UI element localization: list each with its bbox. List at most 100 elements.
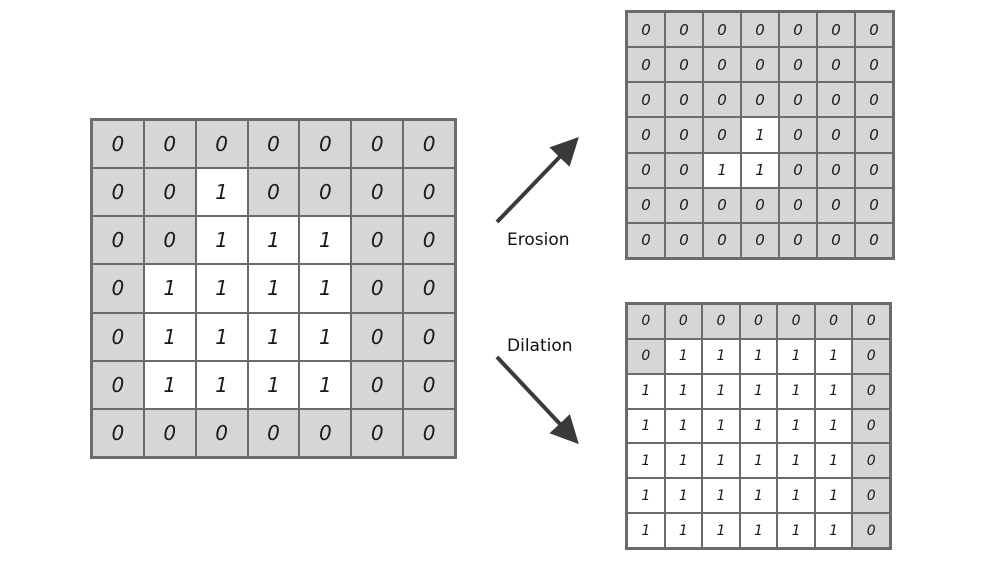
- dilation-cell: 1: [702, 443, 740, 479]
- original-cell: 0: [143, 216, 196, 265]
- dilation-cell: 1: [627, 443, 665, 479]
- dilation-cell: 0: [852, 478, 890, 514]
- original-cell: 0: [247, 120, 300, 169]
- original-cell: 1: [247, 360, 300, 409]
- erosion-cell: 0: [779, 152, 817, 188]
- original-cell: 1: [299, 312, 352, 361]
- erosion-cell: 0: [817, 222, 855, 258]
- erosion-cell: 1: [741, 152, 779, 188]
- dilation-cell: 0: [627, 338, 665, 374]
- erosion-cell: 0: [703, 117, 741, 153]
- original-cell: 0: [351, 360, 404, 409]
- original-cell: 1: [195, 360, 248, 409]
- original-cell: 0: [351, 168, 404, 217]
- erosion-cell: 0: [855, 47, 893, 83]
- original-cell: 0: [92, 120, 144, 169]
- original-cell: 0: [351, 216, 404, 265]
- erosion-cell: 0: [703, 47, 741, 83]
- dilation-cell: 1: [777, 338, 815, 374]
- erosion-cell: 0: [741, 187, 779, 223]
- original-cell: 0: [92, 360, 144, 409]
- dilation-cell: 1: [664, 513, 703, 548]
- erosion-cell: 0: [741, 82, 779, 118]
- dilation-cell: 1: [627, 478, 665, 514]
- dilation-cell: 1: [702, 478, 740, 514]
- dilation-cell: 1: [777, 478, 815, 514]
- erosion-cell: 0: [665, 187, 703, 223]
- erosion-cell: 0: [855, 82, 893, 118]
- erosion-cell: 0: [855, 152, 893, 188]
- dilation-cell: 0: [852, 408, 890, 444]
- dilation-cell: 1: [814, 338, 853, 374]
- original-cell: 1: [299, 360, 352, 409]
- original-cell: 0: [92, 408, 144, 457]
- erosion-cell: 0: [779, 82, 817, 118]
- dilation-cell: 1: [664, 338, 703, 374]
- original-cell: 1: [195, 264, 248, 313]
- dilation-cell: 1: [739, 513, 778, 548]
- dilation-cell: 1: [814, 373, 853, 409]
- original-cell: 0: [403, 168, 455, 217]
- dilation-cell: 1: [814, 408, 853, 444]
- erosion-cell: 0: [703, 187, 741, 223]
- dilation-cell: 1: [739, 338, 778, 374]
- erosion-cell: 0: [703, 82, 741, 118]
- dilation-cell: 1: [627, 408, 665, 444]
- erosion-label: Erosion: [507, 230, 570, 250]
- dilation-cell: 1: [777, 408, 815, 444]
- dilation-arrow: [495, 355, 579, 445]
- original-cell: 0: [351, 120, 404, 169]
- erosion-arrow: [495, 136, 579, 224]
- dilation-cell: 1: [777, 373, 815, 409]
- original-cell: 0: [195, 408, 248, 457]
- original-cell: 1: [195, 216, 248, 265]
- dilation-cell: 1: [664, 373, 703, 409]
- dilation-cell: 1: [664, 478, 703, 514]
- erosion-cell: 0: [855, 12, 893, 48]
- dilation-cell: 0: [627, 304, 665, 339]
- dilation-cell: 1: [739, 443, 778, 479]
- original-cell: 1: [247, 264, 300, 313]
- erosion-cell: 0: [665, 82, 703, 118]
- original-cell: 0: [92, 312, 144, 361]
- dilation-cell: 1: [702, 408, 740, 444]
- original-cell: 0: [299, 168, 352, 217]
- erosion-cell: 0: [741, 12, 779, 48]
- original-cell: 1: [247, 216, 300, 265]
- dilation-cell: 1: [627, 513, 665, 548]
- erosion-cell: 0: [855, 222, 893, 258]
- original-cell: 0: [143, 408, 196, 457]
- original-cell: 1: [143, 312, 196, 361]
- original-cell: 0: [92, 216, 144, 265]
- original-cell: 0: [299, 120, 352, 169]
- erosion-cell: 0: [817, 82, 855, 118]
- original-cell: 0: [299, 408, 352, 457]
- original-cell: 1: [143, 264, 196, 313]
- erosion-cell: 0: [627, 47, 665, 83]
- original-cell: 0: [143, 168, 196, 217]
- dilation-cell: 1: [814, 478, 853, 514]
- erosion-cell: 0: [817, 152, 855, 188]
- erosion-cell: 0: [741, 222, 779, 258]
- original-cell: 0: [403, 360, 455, 409]
- original-cell: 1: [143, 360, 196, 409]
- dilation-cell: 0: [852, 443, 890, 479]
- erosion-cell: 0: [665, 47, 703, 83]
- dilation-cell: 0: [852, 513, 890, 548]
- dilation-cell: 1: [777, 513, 815, 548]
- dilation-cell: 1: [702, 513, 740, 548]
- erosion-cell: 0: [665, 12, 703, 48]
- original-cell: 0: [143, 120, 196, 169]
- original-cell: 0: [403, 408, 455, 457]
- dilation-cell: 1: [739, 478, 778, 514]
- dilation-cell: 1: [627, 373, 665, 409]
- erosion-cell: 1: [703, 152, 741, 188]
- dilation-cell: 0: [852, 304, 890, 339]
- erosion-cell: 0: [703, 12, 741, 48]
- dilation-cell: 0: [702, 304, 740, 339]
- dilation-cell: 1: [664, 408, 703, 444]
- dilation-cell: 0: [852, 338, 890, 374]
- erosion-cell: 0: [855, 187, 893, 223]
